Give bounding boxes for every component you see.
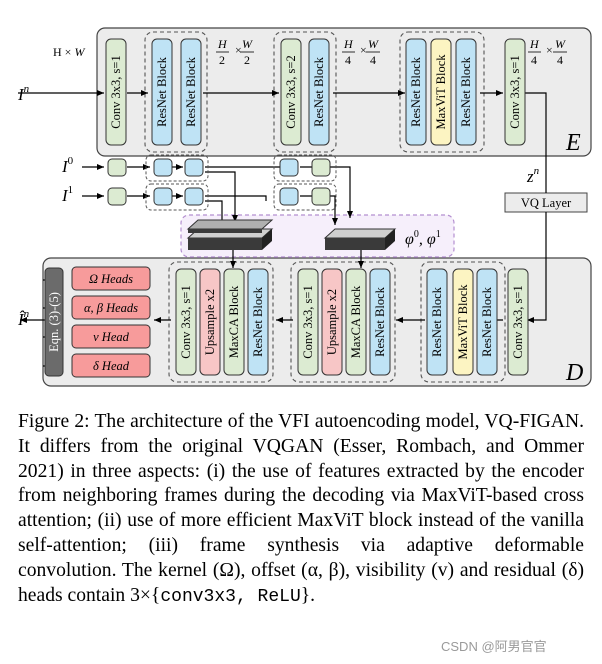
svg-text:Conv 3x3, s=1: Conv 3x3, s=1 — [109, 55, 123, 128]
dec-maxca-1: MaxCA Block — [223, 268, 245, 376]
caption-code: conv3x3, ReLU — [160, 586, 301, 607]
dec-group-1 — [168, 261, 274, 383]
svg-text:2: 2 — [219, 53, 225, 67]
dec-resnet-4: ResNet Block — [476, 268, 498, 376]
input-0-label: I0 — [61, 155, 74, 176]
svg-text:4: 4 — [531, 53, 537, 67]
alpha-beta-head: α, β Heads — [71, 295, 151, 320]
svg-text:H: H — [343, 37, 354, 51]
svg-text:Conv 3x3, s=1: Conv 3x3, s=1 — [301, 285, 315, 358]
svg-text:Upsample x2: Upsample x2 — [203, 289, 217, 355]
svg-text:Eqn. (3)-(5): Eqn. (3)-(5) — [47, 292, 61, 352]
svg-text:ResNet Block: ResNet Block — [430, 286, 444, 357]
svg-text:H: H — [529, 37, 540, 51]
dec-group-3 — [420, 261, 506, 383]
feature-stack-1 — [186, 219, 274, 250]
enc-group-1 — [144, 31, 208, 153]
svg-text:ResNet Block: ResNet Block — [251, 286, 265, 357]
caption-text: Figure 2: The architecture of the VFI au… — [18, 411, 584, 606]
caption-end: }. — [300, 584, 316, 606]
input-1-label: I1 — [61, 184, 73, 205]
svg-text:Ω Heads: Ω Heads — [89, 272, 133, 286]
enc-conv-3: Conv 3x3, s=1 — [504, 38, 526, 146]
watermark: CSDN @阿男官官 — [441, 639, 547, 654]
z-label: zn — [526, 165, 540, 186]
svg-text:δ Head: δ Head — [93, 359, 130, 373]
dec-conv-1: Conv 3x3, s=1 — [175, 268, 197, 376]
dec-maxvit: MaxViT Block — [452, 268, 474, 376]
svg-text:v Head: v Head — [93, 330, 129, 344]
encoder-label: E — [565, 130, 581, 156]
svg-text:ResNet Block: ResNet Block — [312, 56, 326, 127]
enc-resnet-5: ResNet Block — [455, 38, 477, 146]
svg-text:4: 4 — [345, 53, 351, 67]
svg-text:Conv 3x3, s=2: Conv 3x3, s=2 — [284, 55, 298, 128]
resolution-full: H × W — [53, 45, 85, 59]
enc-resnet-2: ResNet Block — [180, 38, 202, 146]
resolution-half: H ×W 2 2 — [216, 37, 254, 67]
decoder-label: D — [565, 360, 583, 386]
enc-resnet-3: ResNet Block — [308, 38, 330, 146]
enc-resnet-1: ResNet Block — [151, 38, 173, 146]
svg-text:W: W — [368, 37, 379, 51]
residual-head: δ Head — [71, 353, 151, 378]
svg-text:ResNet Block: ResNet Block — [409, 56, 423, 127]
svg-text:ResNet Block: ResNet Block — [480, 286, 494, 357]
svg-text:2: 2 — [244, 53, 250, 67]
enc-conv-1: Conv 3x3, s=1 — [105, 38, 127, 146]
svg-text:×: × — [235, 43, 242, 57]
input-label: In — [17, 83, 30, 104]
resolution-quarter-b: H ×W 4 4 — [528, 37, 567, 67]
enc-resnet-4: ResNet Block — [405, 38, 427, 146]
dec-resnet-2: ResNet Block — [369, 268, 391, 376]
enc-maxvit: MaxViT Block — [430, 38, 452, 146]
svg-text:MaxCA Block: MaxCA Block — [349, 285, 363, 358]
dec-resnet-1: ResNet Block — [247, 268, 269, 376]
svg-text:MaxViT Block: MaxViT Block — [434, 54, 448, 130]
figure-caption: Figure 2: The architecture of the VFI au… — [18, 410, 584, 609]
frame-feature-boxes — [107, 154, 337, 211]
svg-text:4: 4 — [557, 53, 563, 67]
dec-maxca-2: MaxCA Block — [345, 268, 367, 376]
visibility-head: v Head — [71, 324, 151, 349]
dec-conv-3: Conv 3x3, s=1 — [507, 268, 529, 376]
svg-text:4: 4 — [370, 53, 376, 67]
enc-group-2 — [273, 31, 337, 153]
phi-label: φ0, φ1 — [405, 229, 441, 248]
enc-conv-2: Conv 3x3, s=2 — [280, 38, 302, 146]
svg-text:Conv 3x3, s=1: Conv 3x3, s=1 — [179, 285, 193, 358]
svg-text:α, β Heads: α, β Heads — [84, 301, 138, 315]
svg-text:×: × — [360, 43, 367, 57]
svg-text:ResNet Block: ResNet Block — [155, 56, 169, 127]
svg-text:Conv 3x3, s=1: Conv 3x3, s=1 — [508, 55, 522, 128]
dec-group-2 — [290, 261, 396, 383]
feature-stack-2 — [323, 228, 397, 250]
svg-text:×: × — [546, 43, 553, 57]
svg-text:MaxViT Block: MaxViT Block — [456, 284, 470, 360]
svg-text:Upsample x2: Upsample x2 — [325, 289, 339, 355]
svg-text:H: H — [217, 37, 228, 51]
svg-text:Conv 3x3, s=1: Conv 3x3, s=1 — [511, 285, 525, 358]
eqn-block: Eqn. (3)-(5) — [44, 267, 64, 377]
decoder-blocks: Conv 3x3, s=1 Upsample x2 MaxCA Block Re… — [175, 268, 529, 376]
head-blocks: Ω Heads α, β Heads v Head δ Head — [71, 266, 151, 378]
dec-upsample-2: Upsample x2 — [321, 268, 343, 376]
omega-head: Ω Heads — [71, 266, 151, 291]
svg-text:ResNet Block: ResNet Block — [459, 56, 473, 127]
svg-text:ResNet Block: ResNet Block — [373, 286, 387, 357]
svg-text:MaxCA Block: MaxCA Block — [227, 285, 241, 358]
vq-layer-label: VQ Layer — [521, 196, 572, 210]
svg-text:W: W — [242, 37, 253, 51]
svg-text:W: W — [555, 37, 566, 51]
resolution-quarter-a: H ×W 4 4 — [342, 37, 380, 67]
dec-upsample-1: Upsample x2 — [199, 268, 221, 376]
output-label: În — [17, 308, 30, 329]
dec-resnet-3: ResNet Block — [426, 268, 448, 376]
encoder-blocks: Conv 3x3, s=1 ResNet Block ResNet Block … — [105, 38, 526, 146]
svg-text:ResNet Block: ResNet Block — [184, 56, 198, 127]
dec-conv-2: Conv 3x3, s=1 — [297, 268, 319, 376]
